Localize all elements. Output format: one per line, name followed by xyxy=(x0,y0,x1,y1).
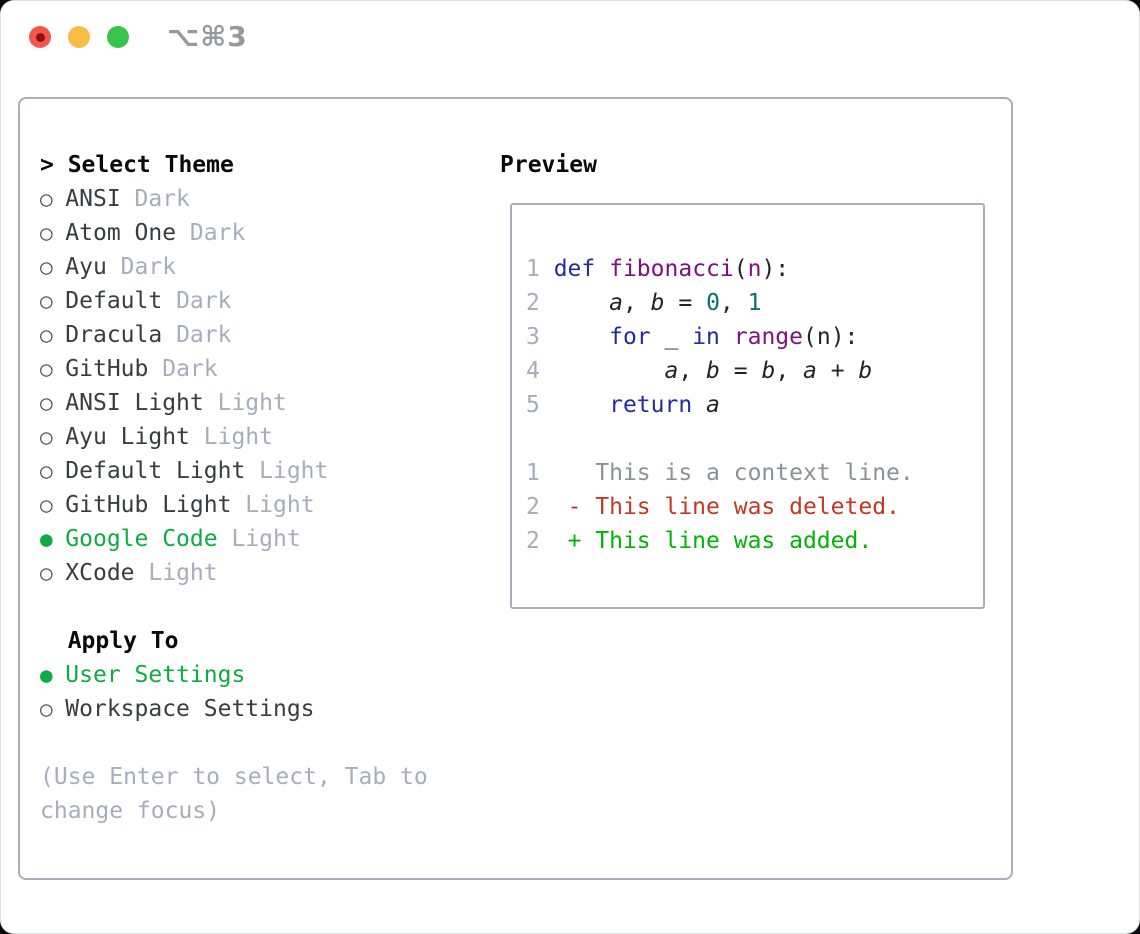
theme-name: ANSI Light xyxy=(65,390,204,416)
code-line: 2 a, b = 0, 1 xyxy=(526,290,762,316)
radio-icon: ○ xyxy=(40,357,53,381)
theme-item-ayu-light-light[interactable]: ○ Ayu Light Light xyxy=(40,420,428,454)
radio-icon: ○ xyxy=(40,289,53,313)
theme-item-default-dark[interactable]: ○ Default Dark xyxy=(40,284,428,318)
close-dot-icon xyxy=(35,32,45,42)
code-preview: 1 def fibonacci(n): 2 a, b = 0, 1 3 for _ … xyxy=(526,252,983,558)
help-text-line-1: (Use Enter to select, Tab to xyxy=(40,764,428,790)
select-theme-header: > Select Theme xyxy=(40,148,428,182)
radio-icon: ○ xyxy=(40,425,53,449)
apply-option-user-settings[interactable]: ● User Settings xyxy=(40,658,428,692)
theme-name: XCode xyxy=(65,560,135,586)
theme-variant-label: Dark xyxy=(120,186,190,212)
apply-option-workspace-settings[interactable]: ○ Workspace Settings xyxy=(40,692,428,726)
theme-variant-label: Light xyxy=(231,492,315,518)
code-line: 1 This is a context line. xyxy=(526,460,914,486)
theme-variant-label: Light xyxy=(203,390,287,416)
help-text-line-2: change focus) xyxy=(40,798,221,824)
radio-icon: ○ xyxy=(40,561,53,585)
preview-title: Preview xyxy=(500,152,597,178)
apply-option-label: User Settings xyxy=(65,662,246,688)
theme-item-google-code-light[interactable]: ● Google Code Light xyxy=(40,522,428,556)
theme-item-ayu-dark[interactable]: ○ Ayu Dark xyxy=(40,250,428,284)
apply-to-title: Apply To xyxy=(67,628,179,654)
theme-variant-label: Light xyxy=(217,526,301,552)
theme-item-github-dark[interactable]: ○ GitHub Dark xyxy=(40,352,428,386)
theme-variant-label: Dark xyxy=(148,356,218,382)
theme-item-ansi-dark[interactable]: ○ ANSI Dark xyxy=(40,182,428,216)
code-line xyxy=(526,422,983,456)
theme-variant-label: Dark xyxy=(176,220,246,246)
zoom-button[interactable] xyxy=(107,26,129,48)
spacer-row xyxy=(40,726,428,760)
theme-name: Ayu xyxy=(65,254,107,280)
theme-name: ANSI xyxy=(65,186,121,212)
theme-name: Atom One xyxy=(65,220,177,246)
code-line: 4 a, b = b, a + b xyxy=(526,358,873,384)
traffic-lights xyxy=(29,26,129,48)
theme-variant-label: Dark xyxy=(162,288,232,314)
theme-name: Google Code xyxy=(65,526,218,552)
theme-name: Default Light xyxy=(65,458,246,484)
theme-name: Dracula xyxy=(65,322,163,348)
prompt-icon: > xyxy=(40,152,54,178)
spacer-row xyxy=(40,590,428,624)
theme-item-xcode-light[interactable]: ○ XCode Light xyxy=(40,556,428,590)
theme-name: GitHub Light xyxy=(65,492,232,518)
code-line: 2 + This line was added. xyxy=(526,528,873,554)
theme-item-atom-one-dark[interactable]: ○ Atom One Dark xyxy=(40,216,428,250)
code-line: 3 for _ in range(n): xyxy=(526,324,859,350)
radio-icon: ○ xyxy=(40,187,53,211)
radio-icon: ○ xyxy=(40,221,53,245)
theme-name: Default xyxy=(65,288,163,314)
theme-item-dracula-dark[interactable]: ○ Dracula Dark xyxy=(40,318,428,352)
radio-icon: ○ xyxy=(40,697,53,721)
select-theme-title: Select Theme xyxy=(67,152,234,178)
theme-name: GitHub xyxy=(65,356,149,382)
theme-variant-label: Dark xyxy=(162,322,232,348)
radio-selected-icon: ● xyxy=(40,527,53,551)
theme-item-ansi-light-light[interactable]: ○ ANSI Light Light xyxy=(40,386,428,420)
theme-name: Ayu Light xyxy=(65,424,190,450)
radio-icon: ○ xyxy=(40,391,53,415)
radio-icon: ○ xyxy=(40,493,53,517)
window-title: ⌥⌘3 xyxy=(167,20,248,53)
theme-item-github-light-light[interactable]: ○ GitHub Light Light xyxy=(40,488,428,522)
code-line: 5 return a xyxy=(526,392,720,418)
preview-box: 1 def fibonacci(n): 2 a, b = 0, 1 3 for _ … xyxy=(510,203,985,609)
theme-variant-label: Light xyxy=(245,458,329,484)
preview-column: Preview 1 def fibonacci(n): 2 a, b = 0, 1… xyxy=(500,148,985,609)
radio-selected-icon: ● xyxy=(40,663,53,687)
apply-option-label: Workspace Settings xyxy=(65,696,315,722)
theme-picker-column: > Select Theme ○ ANSI Dark ○ Atom One Dark ○ A… xyxy=(40,148,428,828)
minimize-button[interactable] xyxy=(68,26,90,48)
radio-icon: ○ xyxy=(40,323,53,347)
code-line: 2 - This line was deleted. xyxy=(526,494,900,520)
theme-variant-label: Dark xyxy=(106,254,177,280)
titlebar: ⌥⌘3 xyxy=(0,0,1140,75)
theme-list: ○ ANSI Dark ○ Atom One Dark ○ Ayu Dark ○ Defaul… xyxy=(40,182,428,590)
apply-to-list: ● User Settings ○ Workspace Settings xyxy=(40,658,428,726)
apply-to-header: Apply To xyxy=(40,624,428,658)
theme-variant-label: Light xyxy=(189,424,273,450)
theme-picker-panel: > Select Theme ○ ANSI Dark ○ Atom One Dark ○ A… xyxy=(18,97,1013,880)
theme-item-default-light-light[interactable]: ○ Default Light Light xyxy=(40,454,428,488)
close-button[interactable] xyxy=(29,26,51,48)
radio-icon: ○ xyxy=(40,459,53,483)
radio-icon: ○ xyxy=(40,255,53,279)
code-line: 1 def fibonacci(n): xyxy=(526,256,790,282)
theme-variant-label: Light xyxy=(134,560,218,586)
